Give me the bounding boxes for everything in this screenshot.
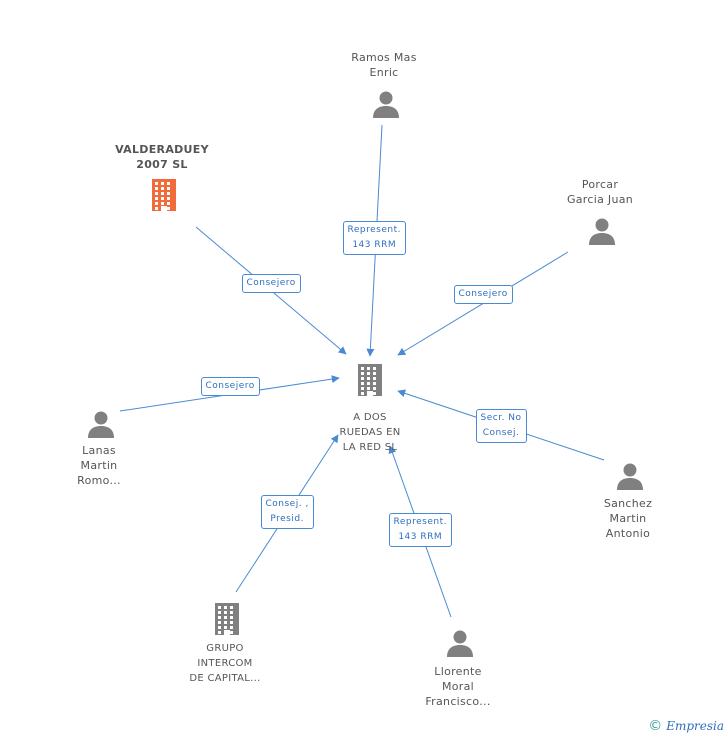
edge-label-porcar[interactable]: Consejero xyxy=(453,284,513,304)
node-label-grupo[interactable]: GRUPO INTERCOM DE CAPITAL... xyxy=(189,643,261,684)
building-icon[interactable] xyxy=(148,178,180,216)
node-label-llorente[interactable]: Llorente Moral Francisco... xyxy=(425,665,491,708)
node-label-lanas[interactable]: Lanas Martin Romo... xyxy=(77,444,121,487)
edge-label-lanas[interactable]: Consejero xyxy=(200,376,260,396)
node-label-porcar[interactable]: Porcar Garcia Juan xyxy=(566,178,634,206)
person-icon[interactable] xyxy=(445,628,475,662)
node-label-ramos[interactable]: Ramos Mas Enric xyxy=(351,51,417,79)
person-icon[interactable] xyxy=(615,461,645,495)
building-icon[interactable] xyxy=(211,602,243,640)
brand-name: Empresia xyxy=(666,719,724,733)
node-label-valderaduey[interactable]: VALDERADUEY 2007 SL xyxy=(115,143,209,171)
edge-label-valderaduey[interactable]: Consejero xyxy=(241,273,301,293)
node-label-center[interactable]: A DOS RUEDAS EN LA RED SL xyxy=(339,412,401,453)
watermark: © Empresia xyxy=(648,718,724,734)
person-icon[interactable] xyxy=(86,409,116,443)
edge-label-ramos[interactable]: Represent. 143 RRM xyxy=(342,221,406,255)
node-label-sanchez[interactable]: Sanchez Martin Antonio xyxy=(603,497,653,540)
building-icon[interactable] xyxy=(354,363,386,401)
person-icon[interactable] xyxy=(587,216,617,250)
edge-label-sanchez[interactable]: Secr. No Consej. xyxy=(475,409,527,443)
copyright-symbol: © xyxy=(648,718,663,734)
edge-label-llorente[interactable]: Represent. 143 RRM xyxy=(388,513,452,547)
edge-porcar xyxy=(397,251,569,356)
edge-label-grupo[interactable]: Consej. , Presid. xyxy=(260,495,314,529)
person-icon[interactable] xyxy=(371,89,401,123)
